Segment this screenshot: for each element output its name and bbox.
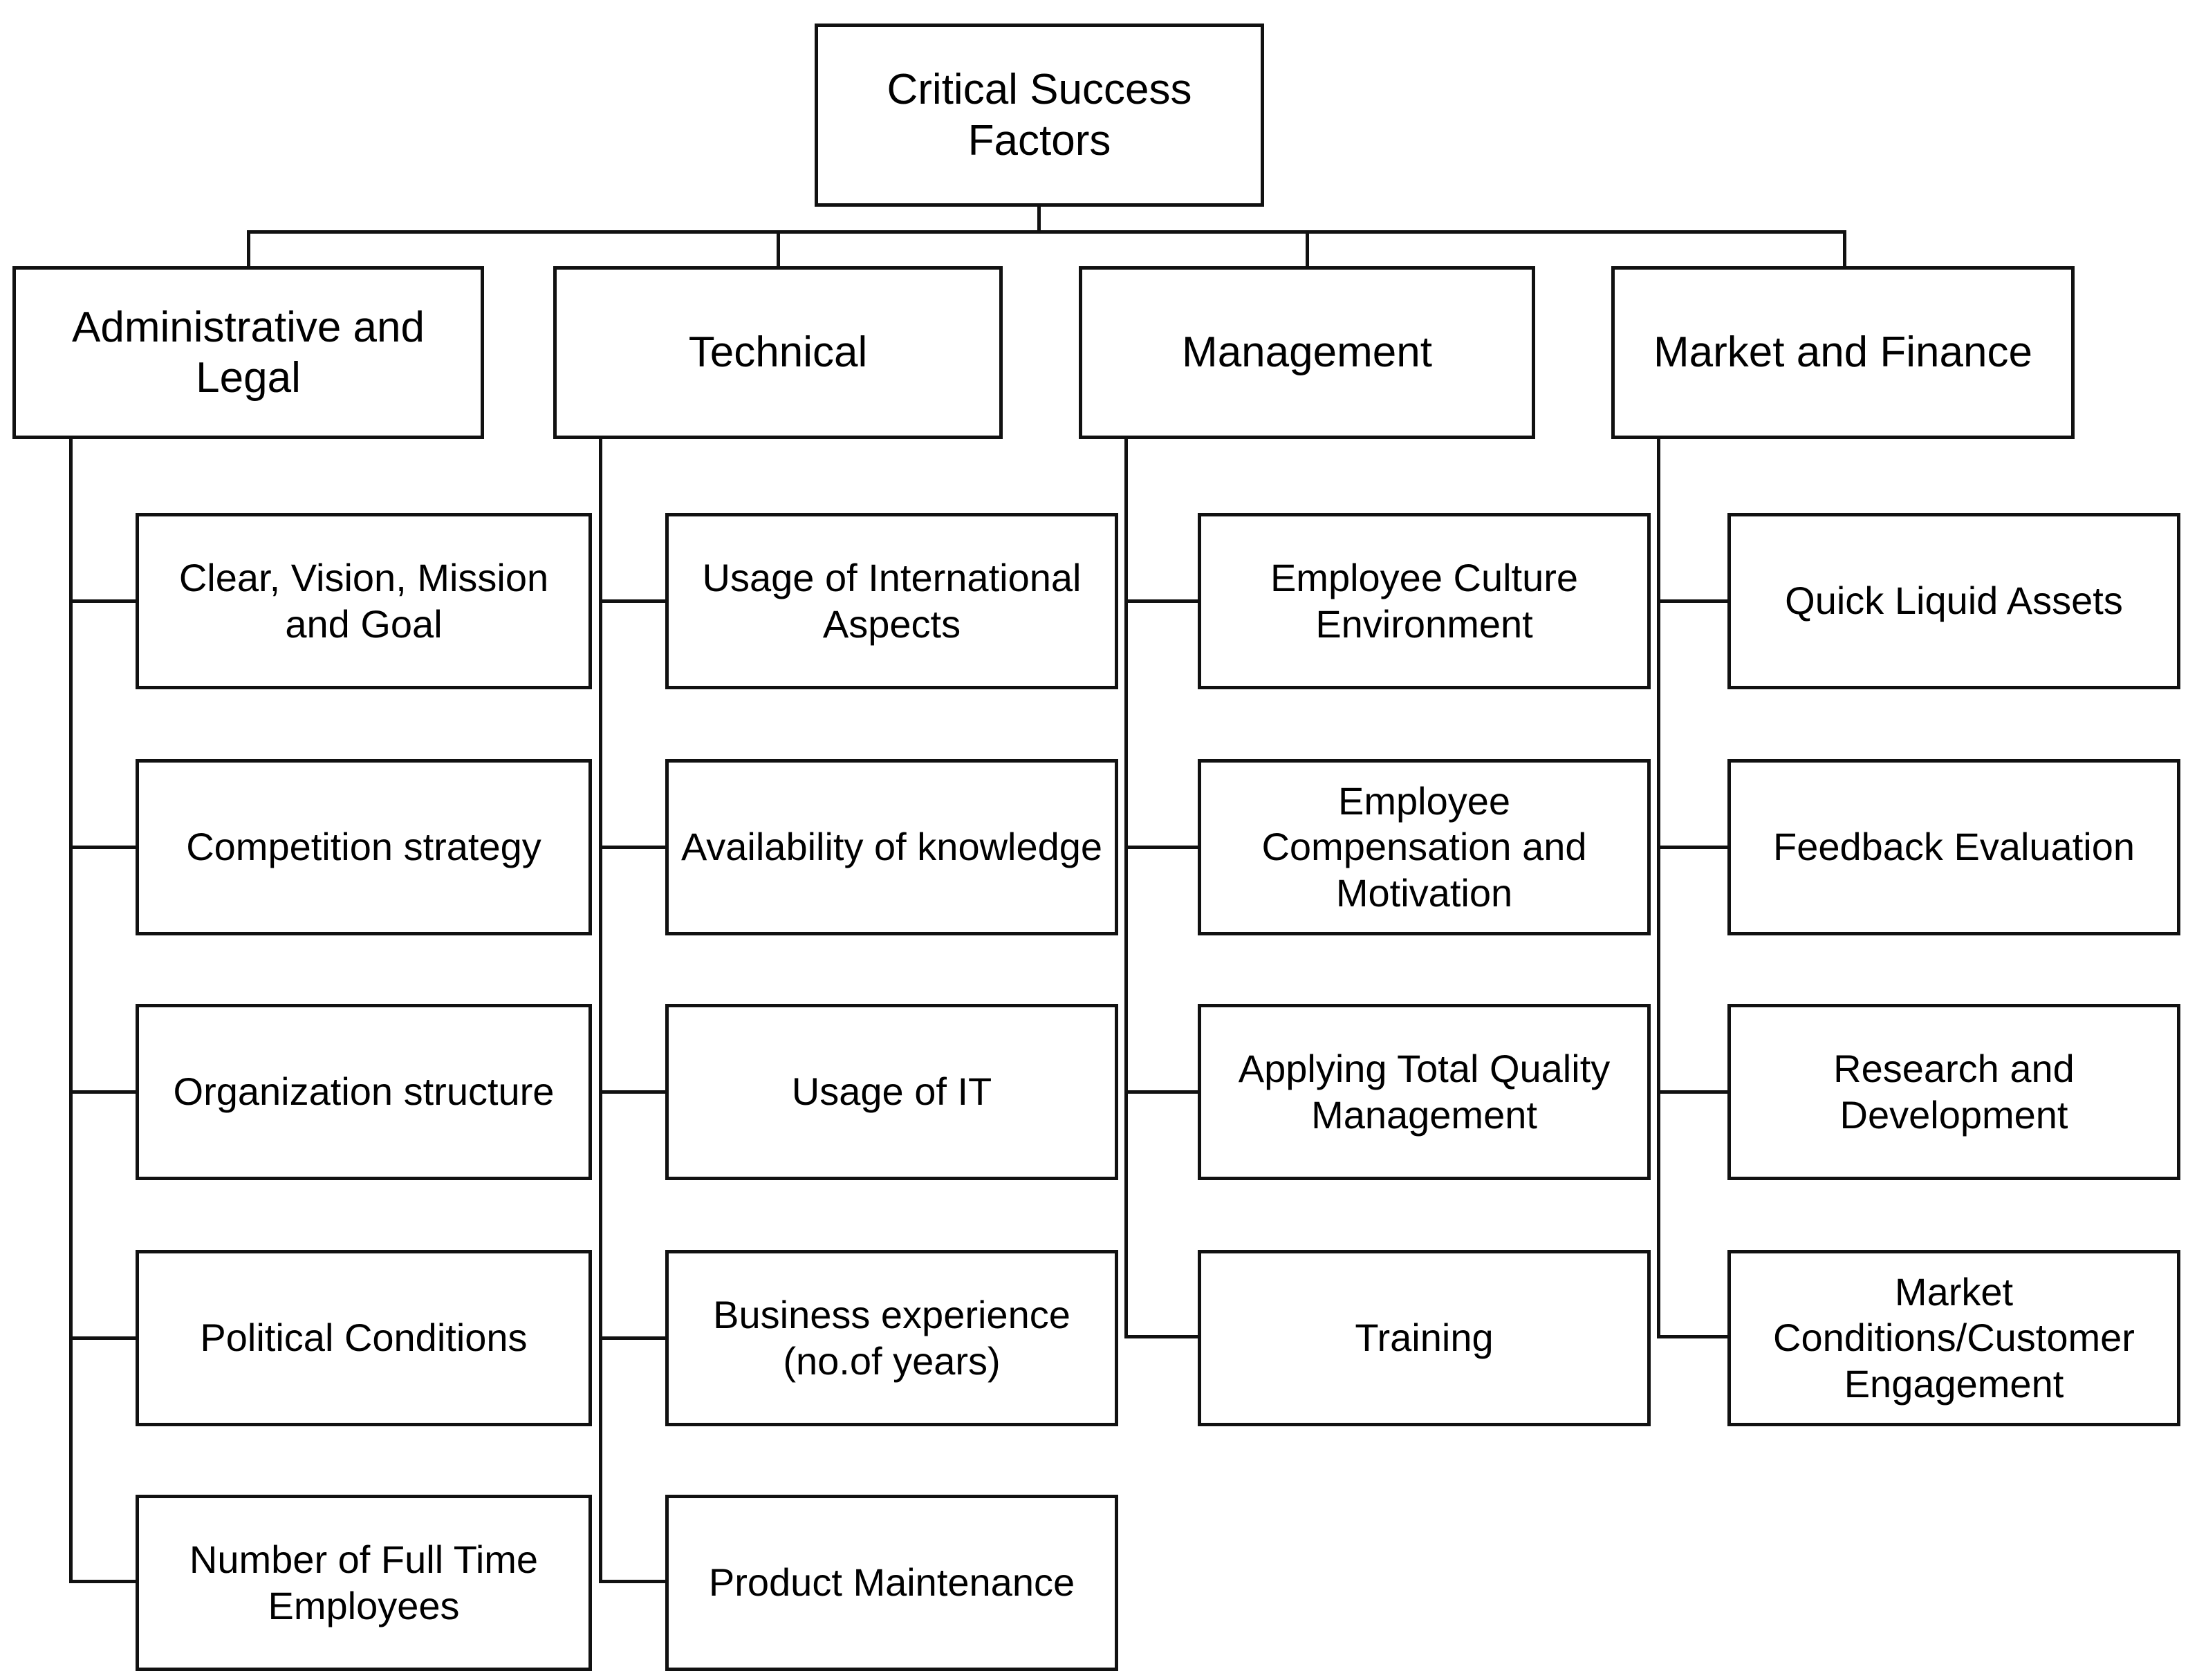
- leaf-node-quick-liquid-assets[interactable]: Quick Liquid Assets: [1727, 513, 2180, 689]
- leaf-node-usage-of-international-aspects[interactable]: Usage of International Aspects: [665, 513, 1118, 689]
- leaf-node-business-experience[interactable]: Business experience (no.of years): [665, 1250, 1118, 1426]
- connector-leaf-1-0: [599, 599, 665, 603]
- spine-stub-branch-0: [69, 1580, 136, 1583]
- leaf-node-label: Organization structure: [173, 1070, 555, 1114]
- leaf-node-label: Usage of International Aspects: [702, 556, 1082, 646]
- leaf-node-employee-compensation-and-motivation[interactable]: Employee Compensation and Motivation: [1198, 759, 1651, 935]
- leaf-node-label: Political Conditions: [200, 1316, 528, 1360]
- leaf-node-label: Product Maintenance: [708, 1560, 1075, 1605]
- leaf-node-label: Feedback Evaluation: [1772, 825, 2135, 869]
- connector-root-down: [1037, 207, 1041, 232]
- leaf-node-label: Competition strategy: [186, 825, 541, 869]
- spine-branch-0: [69, 439, 73, 1583]
- leaf-node-label: Training: [1355, 1316, 1494, 1360]
- leaf-node-label: Market Conditions/Customer Engagement: [1773, 1270, 2135, 1406]
- leaf-node-product-maintenance[interactable]: Product Maintenance: [665, 1495, 1118, 1671]
- spine-stub-branch-2: [1124, 1335, 1198, 1338]
- branch-node-administrative-and-legal[interactable]: Administrative and Legal: [12, 266, 484, 439]
- leaf-node-label: Usage of IT: [791, 1070, 992, 1114]
- connector-leaf-1-1: [599, 846, 665, 849]
- spine-stub-branch-3: [1657, 1335, 1727, 1338]
- leaf-node-label: Applying Total Quality Management: [1238, 1047, 1611, 1137]
- connector-leaf-2-1: [1124, 846, 1198, 849]
- connector-leaf-0-0: [69, 599, 136, 603]
- connector-root-bus: [247, 230, 1846, 234]
- leaf-node-label: Employee Compensation and Motivation: [1261, 779, 1587, 915]
- leaf-node-number-of-full-time-employees[interactable]: Number of Full Time Employees: [136, 1495, 592, 1671]
- branch-node-label: Market and Finance: [1653, 328, 2032, 377]
- root-node-label: Critical Success Factors: [887, 66, 1192, 165]
- leaf-node-label: Quick Liquid Assets: [1785, 579, 2123, 623]
- leaf-node-clear-vision-mission-and-goal[interactable]: Clear, Vision, Mission and Goal: [136, 513, 592, 689]
- spine-branch-3: [1657, 439, 1660, 1338]
- leaf-node-label: Research and Development: [1833, 1047, 2075, 1137]
- branch-node-market-and-finance[interactable]: Market and Finance: [1611, 266, 2075, 439]
- leaf-node-organization-structure[interactable]: Organization structure: [136, 1004, 592, 1180]
- leaf-node-market-conditions-customer-engagement[interactable]: Market Conditions/Customer Engagement: [1727, 1250, 2180, 1426]
- leaf-node-label: Business experience (no.of years): [713, 1293, 1070, 1383]
- connector-leaf-0-2: [69, 1090, 136, 1094]
- branch-node-label: Technical: [688, 328, 868, 377]
- leaf-node-political-conditions[interactable]: Political Conditions: [136, 1250, 592, 1426]
- leaf-node-availability-of-knowledge[interactable]: Availability of knowledge: [665, 759, 1118, 935]
- connector-leaf-1-3: [599, 1336, 665, 1340]
- connector-leaf-3-2: [1657, 1090, 1727, 1094]
- branch-node-management[interactable]: Management: [1079, 266, 1535, 439]
- connector-bus-to-branch-0: [247, 230, 250, 268]
- branch-node-technical[interactable]: Technical: [553, 266, 1003, 439]
- leaf-node-training[interactable]: Training: [1198, 1250, 1651, 1426]
- branch-node-label: Management: [1182, 328, 1432, 377]
- connector-leaf-0-1: [69, 846, 136, 849]
- connector-leaf-3-1: [1657, 846, 1727, 849]
- leaf-node-label: Number of Full Time Employees: [189, 1538, 539, 1627]
- branch-node-label: Administrative and Legal: [71, 303, 425, 402]
- connector-leaf-1-2: [599, 1090, 665, 1094]
- leaf-node-employee-culture-environment[interactable]: Employee Culture Environment: [1198, 513, 1651, 689]
- leaf-node-applying-total-quality-management[interactable]: Applying Total Quality Management: [1198, 1004, 1651, 1180]
- leaf-node-label: Employee Culture Environment: [1270, 556, 1579, 646]
- connector-leaf-2-0: [1124, 599, 1198, 603]
- connector-bus-to-branch-2: [1306, 230, 1309, 268]
- spine-stub-branch-1: [599, 1580, 665, 1583]
- connector-bus-to-branch-3: [1843, 230, 1846, 268]
- leaf-node-label: Clear, Vision, Mission and Goal: [178, 556, 549, 646]
- connector-bus-to-branch-1: [777, 230, 780, 268]
- connector-leaf-0-3: [69, 1336, 136, 1340]
- leaf-node-label: Availability of knowledge: [680, 825, 1103, 869]
- leaf-node-feedback-evaluation[interactable]: Feedback Evaluation: [1727, 759, 2180, 935]
- connector-leaf-2-2: [1124, 1090, 1198, 1094]
- leaf-node-research-and-development[interactable]: Research and Development: [1727, 1004, 2180, 1180]
- spine-branch-2: [1124, 439, 1128, 1338]
- leaf-node-competition-strategy[interactable]: Competition strategy: [136, 759, 592, 935]
- leaf-node-usage-of-it[interactable]: Usage of IT: [665, 1004, 1118, 1180]
- root-node-critical-success-factors[interactable]: Critical Success Factors: [815, 24, 1264, 207]
- spine-branch-1: [599, 439, 602, 1583]
- connector-leaf-3-0: [1657, 599, 1727, 603]
